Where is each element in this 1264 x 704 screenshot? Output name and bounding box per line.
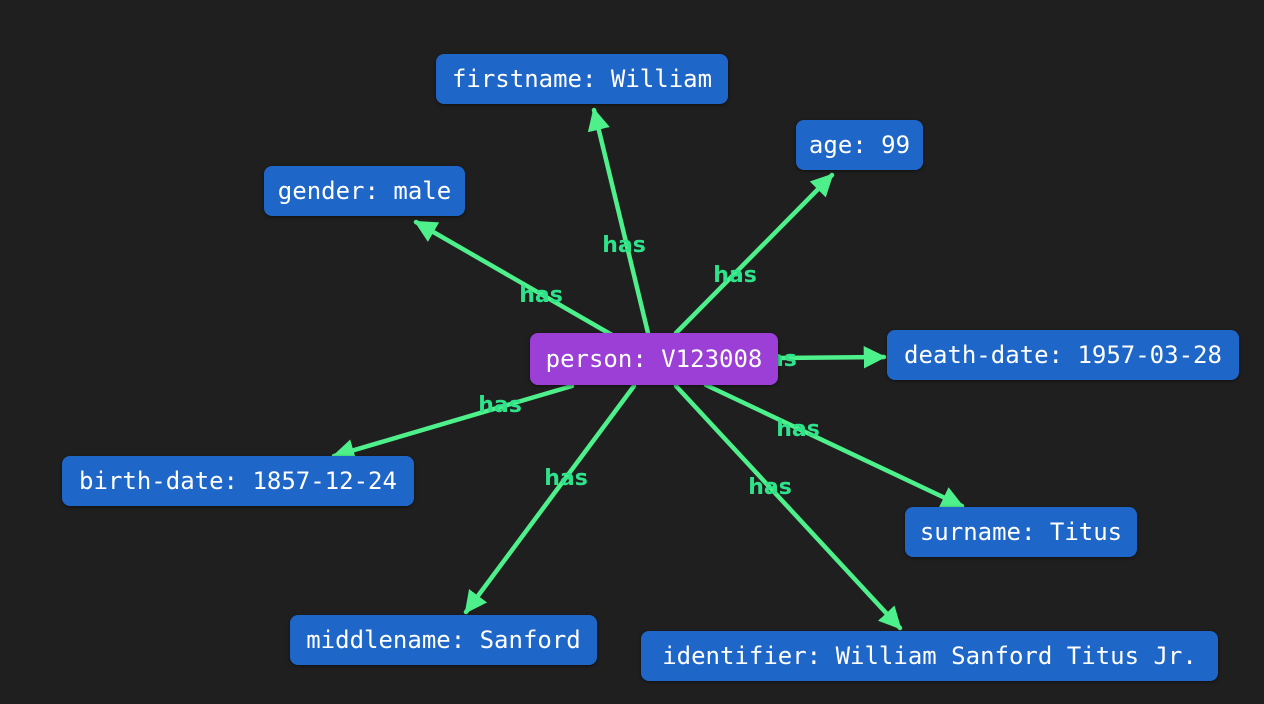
edge-gender [413, 219, 615, 338]
edge-label-identifier: has [748, 475, 792, 500]
center-node-label: person: V123008 [545, 345, 763, 373]
edges-layer [331, 107, 965, 631]
node-surname[interactable]: surname: Titus [905, 507, 1137, 557]
node-gender-label: gender: male [277, 177, 452, 205]
node-death-date-label: death-date: 1957-03-28 [904, 341, 1222, 369]
node-middlename[interactable]: middlename: Sanford [290, 615, 597, 665]
node-birth-date[interactable]: birth-date: 1857-12-24 [62, 456, 414, 506]
edge-label-firstname: has [602, 233, 646, 258]
edge-age [673, 172, 835, 336]
node-firstname[interactable]: firstname: William [436, 54, 728, 104]
edge-middlename [463, 383, 637, 615]
node-age[interactable]: age: 99 [796, 120, 923, 170]
node-identifier[interactable]: identifier: William Sanford Titus Jr. [641, 631, 1218, 681]
edge-identifier [673, 383, 903, 631]
edge-surname [703, 382, 965, 509]
node-middlename-label: middlename: Sanford [306, 626, 581, 654]
edge-birth-date [331, 383, 575, 462]
edge-label-surname: has [776, 417, 820, 442]
node-birth-date-label: birth-date: 1857-12-24 [79, 467, 397, 495]
node-identifier-label: identifier: William Sanford Titus Jr. [662, 642, 1197, 670]
node-age-label: age: 99 [808, 131, 911, 159]
edge-label-gender: has [519, 283, 563, 308]
node-gender[interactable]: gender: male [264, 166, 465, 216]
center-node-person[interactable]: person: V123008 [530, 333, 778, 385]
node-surname-label: surname: Titus [919, 518, 1123, 546]
node-death-date[interactable]: death-date: 1957-03-28 [887, 330, 1239, 380]
edge-label-age: has [713, 263, 757, 288]
edge-label-middlename: has [544, 466, 588, 491]
edge-firstname [587, 107, 651, 336]
node-firstname-label: firstname: William [451, 65, 713, 93]
edge-label-birth-date: has [478, 393, 522, 418]
edge-death-date [775, 345, 887, 369]
